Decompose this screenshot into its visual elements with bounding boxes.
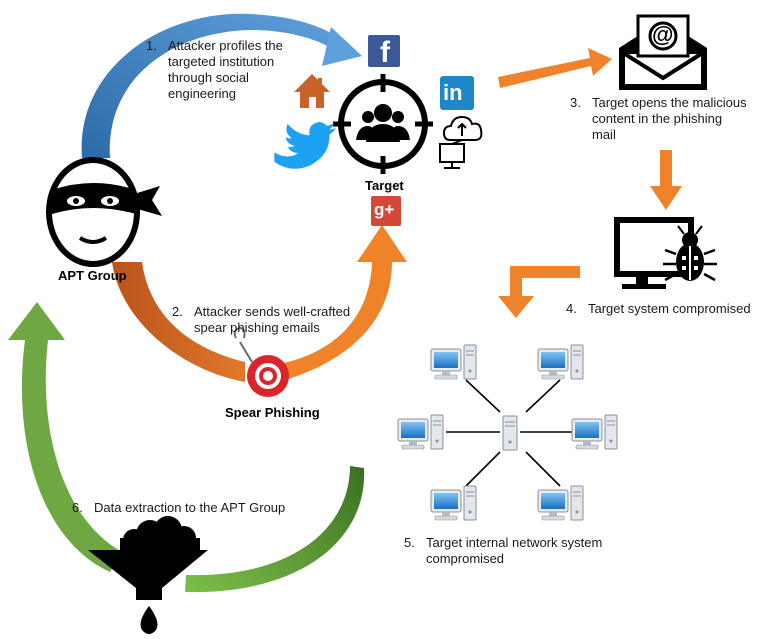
arrow-network-to-funnel bbox=[185, 466, 365, 593]
network-diagram bbox=[446, 379, 572, 487]
network-server bbox=[502, 415, 518, 451]
target-icon bbox=[333, 74, 433, 174]
step-4-line-1: Target system compromised bbox=[588, 301, 751, 316]
step-3-line-2: content in the phishing bbox=[592, 111, 723, 126]
arrow-target-to-email bbox=[498, 48, 612, 88]
googleplus-icon bbox=[371, 196, 401, 226]
step-2-line-2: spear phishing emails bbox=[194, 320, 320, 335]
step-1-line-3: through social bbox=[168, 70, 249, 85]
email-envelope-icon bbox=[619, 14, 707, 90]
twitter-icon bbox=[274, 122, 337, 169]
step-5-text: 5. Target internal network system comprom… bbox=[404, 535, 602, 567]
step-2-line-1: Attacker sends well-crafted bbox=[194, 304, 351, 319]
step-5-number: 5. bbox=[404, 535, 415, 550]
funnel-icon bbox=[88, 516, 208, 634]
step-3-line-1: Target opens the malicious bbox=[592, 95, 747, 110]
arrow-email-to-system bbox=[650, 150, 682, 210]
network-pc-mid-left bbox=[397, 414, 444, 450]
apt-group-label: APT Group bbox=[58, 268, 127, 283]
arrow-profile bbox=[81, 13, 362, 158]
target-label: Target bbox=[365, 178, 404, 193]
googleplus-glyph: g+ bbox=[374, 200, 395, 219]
apt-group-icon bbox=[46, 157, 162, 267]
spear-phishing-label: Spear Phishing bbox=[225, 405, 320, 420]
step-6-text: 6. Data extraction to the APT Group bbox=[72, 500, 285, 516]
spear-phishing-icon bbox=[233, 326, 289, 397]
step-1-line-2: targeted institution bbox=[168, 54, 275, 69]
step-1-line-4: engineering bbox=[168, 86, 236, 101]
network-pc-top-left bbox=[430, 344, 477, 380]
step-4-text: 4. Target system compromised bbox=[566, 301, 751, 317]
step-3-line-3: mail bbox=[592, 127, 616, 142]
step-5-line-1: Target internal network system bbox=[426, 535, 603, 550]
linkedin-icon bbox=[440, 76, 474, 110]
cloud-computer-icon bbox=[439, 115, 483, 169]
network-pc-bottom-right bbox=[537, 485, 584, 521]
step-1-line-1: Attacker profiles the bbox=[168, 38, 283, 53]
step-3-number: 3. bbox=[570, 95, 581, 110]
compromised-computer-icon bbox=[614, 217, 717, 289]
step-6-number: 6. bbox=[72, 500, 83, 515]
arrow-system-to-network bbox=[498, 266, 580, 318]
arrow-phishing-to-target bbox=[280, 225, 407, 380]
facebook-glyph: f bbox=[380, 36, 390, 69]
step-1-number: 1. bbox=[146, 38, 157, 53]
network-pc-bottom-left bbox=[430, 485, 477, 521]
step-4-number: 4. bbox=[566, 301, 577, 316]
arrow-send-phishing bbox=[112, 262, 245, 382]
step-3-text: 3. Target opens the malicious content in … bbox=[570, 95, 747, 143]
house-icon bbox=[294, 74, 330, 108]
facebook-icon bbox=[368, 35, 400, 67]
network-pc-top-right bbox=[537, 344, 584, 380]
arrow-data-to-apt bbox=[8, 302, 122, 572]
step-5-line-2: compromised bbox=[426, 551, 505, 566]
step-2-number: 2. bbox=[172, 304, 183, 319]
linkedin-glyph: in bbox=[443, 80, 463, 105]
step-2-text: 2. Attacker sends well-crafted spear phis… bbox=[172, 304, 350, 336]
step-6-line-1: Data extraction to the APT Group bbox=[94, 500, 286, 515]
network-pc-mid-right bbox=[571, 414, 618, 450]
step-1-text: 1. Attacker profiles the targeted institu… bbox=[146, 38, 283, 102]
email-at-glyph: @ bbox=[652, 22, 674, 47]
